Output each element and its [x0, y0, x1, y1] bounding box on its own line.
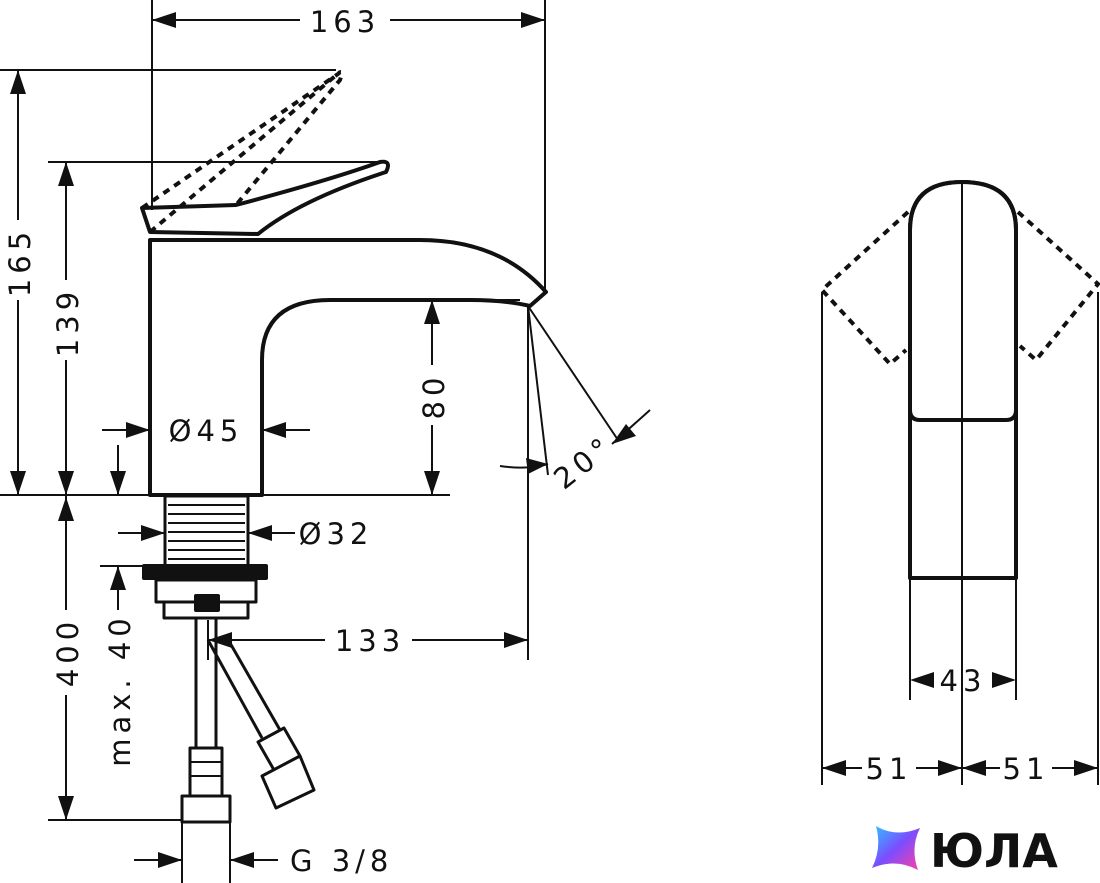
dim-swing-left-51: 51 [866, 752, 913, 786]
dim-angle-20: 20° [547, 428, 620, 496]
dim-reach-133: 133 [335, 624, 405, 658]
dim-height-139: 139 [51, 287, 85, 357]
dim-swing-right-51: 51 [1003, 752, 1050, 786]
dim-clearance-80: 80 [417, 373, 451, 420]
dim-height-165: 165 [3, 227, 37, 297]
logo-text: ЮЛА [930, 824, 1058, 878]
faucet-front-view [819, 180, 1100, 785]
dimension-lines [0, 0, 651, 883]
dim-lever-43: 43 [940, 664, 987, 698]
dim-thread-g38: G 3/8 [290, 844, 393, 878]
dim-hose-400: 400 [51, 617, 85, 687]
dim-max-40: max. 40 [103, 613, 137, 767]
yula-logo: ЮЛА [872, 824, 1058, 878]
faucet-side-view [140, 70, 548, 824]
dim-diameter-32: Ø32 [299, 517, 374, 551]
thread-lines [168, 504, 245, 560]
dim-diameter-45: Ø45 [169, 414, 244, 448]
dim-width-163: 163 [310, 5, 380, 39]
logo-star-icon [872, 826, 920, 870]
